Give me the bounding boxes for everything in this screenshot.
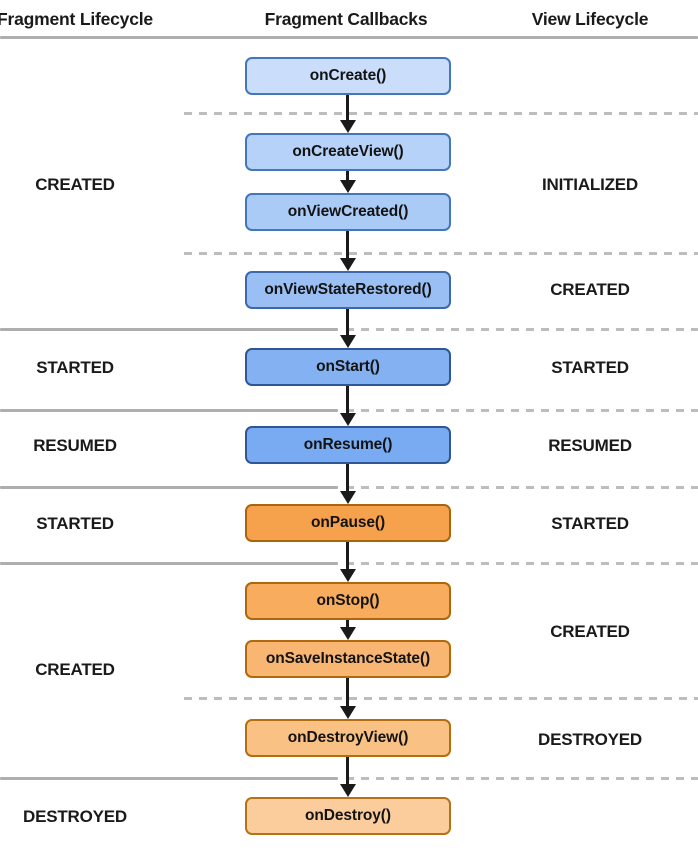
- flow-arrow-line: [346, 385, 349, 415]
- flow-arrow-line: [346, 677, 349, 708]
- flow-arrow-head-icon: [340, 627, 356, 640]
- flow-arrow-line: [346, 230, 349, 260]
- divider-line-dashed: [184, 252, 698, 255]
- flow-arrow-head-icon: [340, 180, 356, 193]
- flow-arrow-head-icon: [340, 413, 356, 426]
- view-state-destroyed: DESTROYED: [538, 730, 642, 749]
- column-header-view-lifecycle: View Lifecycle: [531, 9, 649, 29]
- divider-line-solid: [0, 777, 338, 780]
- callback-box-on-view-created: onViewCreated(): [245, 193, 451, 231]
- divider-line-dashed: [346, 562, 698, 565]
- divider-line-dashed: [346, 486, 698, 489]
- flow-arrow-head-icon: [340, 706, 356, 719]
- flow-arrow-line: [346, 170, 349, 182]
- divider-line-solid: [0, 36, 698, 39]
- view-state-resumed: RESUMED: [548, 436, 632, 455]
- divider-line-dashed: [346, 777, 698, 780]
- callback-box-on-create: onCreate(): [245, 57, 451, 95]
- callback-label: onDestroy(): [305, 807, 391, 824]
- divider-line-solid: [0, 409, 338, 412]
- divider-line-dashed: [346, 328, 698, 331]
- flow-arrow-line: [346, 756, 349, 786]
- view-state-created: CREATED: [550, 622, 630, 641]
- flow-arrow-head-icon: [340, 569, 356, 582]
- callback-label: onDestroyView(): [287, 729, 409, 746]
- divider-line-dashed: [346, 409, 698, 412]
- callback-label: onSaveInstanceState(): [265, 650, 431, 667]
- fragment-state-resumed: RESUMED: [33, 436, 117, 455]
- callback-box-on-destroy: onDestroy(): [245, 797, 451, 835]
- divider-line-solid: [0, 486, 338, 489]
- divider-line-solid: [0, 328, 338, 331]
- flow-arrow-line: [346, 619, 349, 629]
- flow-arrow-head-icon: [340, 258, 356, 271]
- fragment-state-started: STARTED: [36, 358, 114, 377]
- fragment-state-started: STARTED: [36, 514, 114, 533]
- flow-arrow-head-icon: [340, 491, 356, 504]
- callback-box-on-create-view: onCreateView(): [245, 133, 451, 171]
- callback-label: onCreateView(): [292, 143, 404, 160]
- column-header-fragment-lifecycle: Fragment Lifecycle: [0, 9, 153, 29]
- view-state-created: CREATED: [550, 280, 630, 299]
- callback-box-on-destroy-view: onDestroyView(): [245, 719, 451, 757]
- divider-line-dashed: [184, 112, 698, 115]
- callback-label: onResume(): [303, 436, 393, 453]
- callback-box-on-pause: onPause(): [245, 504, 451, 542]
- fragment-state-created: CREATED: [35, 660, 115, 679]
- flow-arrow-head-icon: [340, 784, 356, 797]
- callback-label: onViewCreated(): [287, 203, 409, 220]
- flow-arrow-head-icon: [340, 120, 356, 133]
- callback-box-on-start: onStart(): [245, 348, 451, 386]
- view-state-initialized: INITIALIZED: [541, 175, 638, 194]
- callback-label: onStart(): [316, 358, 380, 375]
- view-state-started: STARTED: [551, 514, 629, 533]
- fragment-state-created: CREATED: [35, 175, 115, 194]
- callback-box-on-resume: onResume(): [245, 426, 451, 464]
- flow-arrow-line: [346, 308, 349, 337]
- callback-box-on-stop: onStop(): [245, 582, 451, 620]
- divider-line-dashed: [184, 697, 698, 700]
- view-state-started: STARTED: [551, 358, 629, 377]
- callback-label: onViewStateRestored(): [264, 281, 432, 298]
- callback-box-on-save-instance-state: onSaveInstanceState(): [245, 640, 451, 678]
- callback-box-on-view-state-restored: onViewStateRestored(): [245, 271, 451, 309]
- flow-arrow-line: [346, 541, 349, 571]
- fragment-state-destroyed: DESTROYED: [23, 807, 127, 826]
- flow-arrow-line: [346, 94, 349, 122]
- divider-line-solid: [0, 562, 338, 565]
- flow-arrow-line: [346, 463, 349, 493]
- flow-arrow-head-icon: [340, 335, 356, 348]
- callback-label: onPause(): [310, 514, 386, 531]
- callback-label: onCreate(): [309, 67, 387, 84]
- callback-label: onStop(): [316, 592, 380, 609]
- column-header-fragment-callbacks: Fragment Callbacks: [264, 9, 428, 29]
